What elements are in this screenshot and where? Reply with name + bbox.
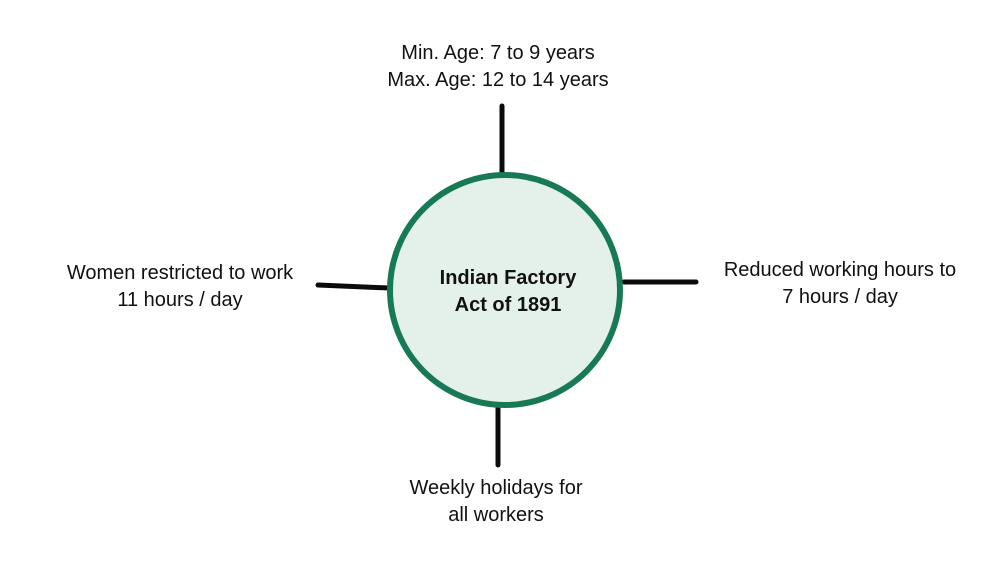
branch-label-right: Reduced working hours to 7 hours / day — [690, 257, 985, 311]
branch-left-line-1: Women restricted to work — [66, 262, 294, 284]
branch-right-line-1: Reduced working hours to — [723, 259, 957, 281]
branch-bottom-line-1: Weekly holidays for — [409, 477, 583, 499]
hub-circle — [387, 172, 623, 408]
branch-top-line-1: Min. Age: 7 to 9 years — [401, 42, 595, 64]
hub-title-line-2: Act of 1891 — [454, 294, 562, 316]
branch-label-left: Women restricted to work 11 hours / day — [30, 260, 330, 314]
branch-top-line-2: Max. Age: 12 to 14 years — [387, 69, 609, 91]
branch-right-line-2: 7 hours / day — [782, 286, 898, 308]
branch-label-top: Min. Age: 7 to 9 years Max. Age: 12 to 1… — [348, 40, 648, 94]
branch-bottom-line-2: all workers — [448, 504, 544, 526]
branch-left-line-2: 11 hours / day — [117, 289, 243, 311]
hub-title-line-1: Indian Factory — [439, 267, 577, 289]
connector-left — [315, 282, 392, 291]
branch-label-bottom: Weekly holidays for all workers — [346, 475, 646, 529]
hub-title: Indian Factory Act of 1891 — [408, 265, 608, 319]
